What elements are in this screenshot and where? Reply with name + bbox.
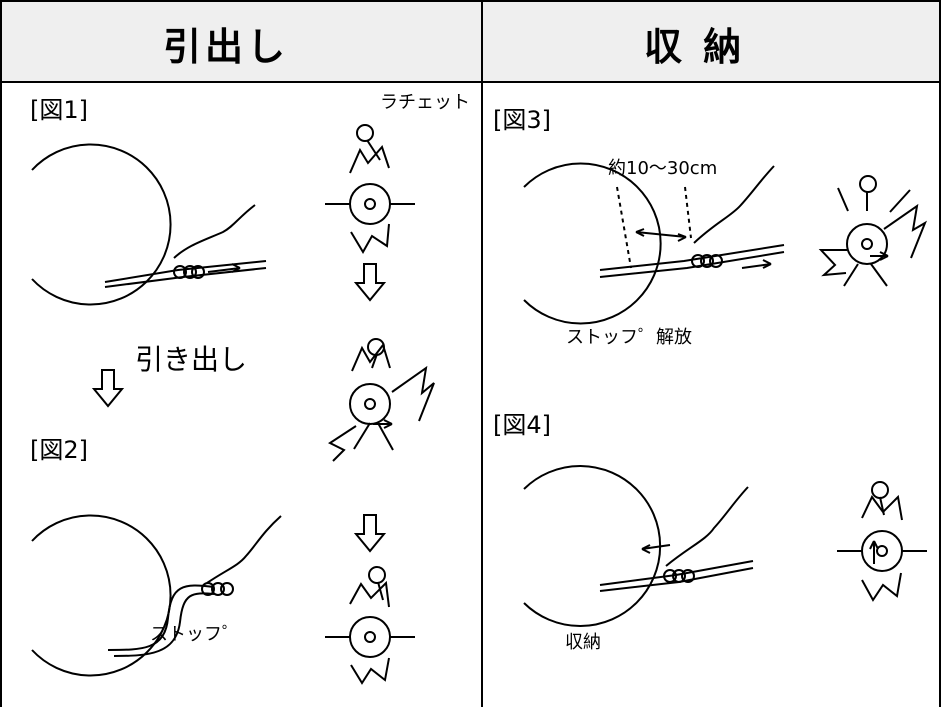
hand-grip-4 [681,569,695,583]
ratchet-release [818,175,928,287]
hose-reel-4 [523,465,662,627]
hose-line [104,260,267,283]
hose-reel-2 [31,514,172,677]
pull-out-label: 引き出し [135,343,248,376]
pull-arrow-head [231,263,241,273]
right-section-title: 収 納 [644,25,746,69]
header-background [0,0,940,82]
return-arrow-shaft [641,544,671,550]
down-arrow-1 [353,263,387,302]
hose-bend-lower [113,592,215,657]
down-arrow-2 [353,514,387,553]
hand-grip-4 [663,569,677,583]
hand-grip [191,265,205,279]
hand-outline-2 [206,515,282,584]
distance-label: 約10～30cm [608,158,718,179]
return-arrow-head [641,544,651,554]
hand-grip [183,265,197,279]
figure-4-label: [図4] [493,411,551,439]
hand-outline-4 [665,486,749,567]
hand-grip [173,265,187,279]
distance-guide [684,186,692,239]
store-label: 収納 [565,632,601,653]
hose-reel [31,143,172,306]
hand-outline [173,204,256,259]
hand-grip-2 [211,582,225,596]
ratchet-store [837,481,927,602]
hose-bend [107,584,215,651]
hose-line-3 [599,244,785,271]
ratchet-label: ラチェット [380,92,470,113]
hand-grip-2 [201,582,215,596]
hand-grip-3 [691,254,705,268]
pull-arrow-shaft [207,267,241,273]
ratchet-bottom [325,566,415,685]
hose-line-3-lower [599,251,785,278]
ratchet-top [325,124,415,254]
figure-1-label: [図1] [30,96,88,124]
hand-grip-4 [672,569,686,583]
hand-grip-3 [709,254,723,268]
hand-grip-2 [220,582,234,596]
stop-release-label: ストッフ゜解放 [566,327,692,348]
ratchet-middle [327,338,435,462]
hand-grip-3 [700,254,714,268]
figure-3-label: [図3] [493,106,551,134]
figure-2-label: [図2] [30,436,88,464]
left-section-title: 引出し [163,25,290,69]
distance-guide [616,186,632,269]
pull-arrow-3 [741,263,772,269]
distance-arrow [635,231,687,238]
hose-reel-3 [523,162,662,325]
hand-outline-3 [693,165,775,244]
down-arrow-left [91,369,125,408]
